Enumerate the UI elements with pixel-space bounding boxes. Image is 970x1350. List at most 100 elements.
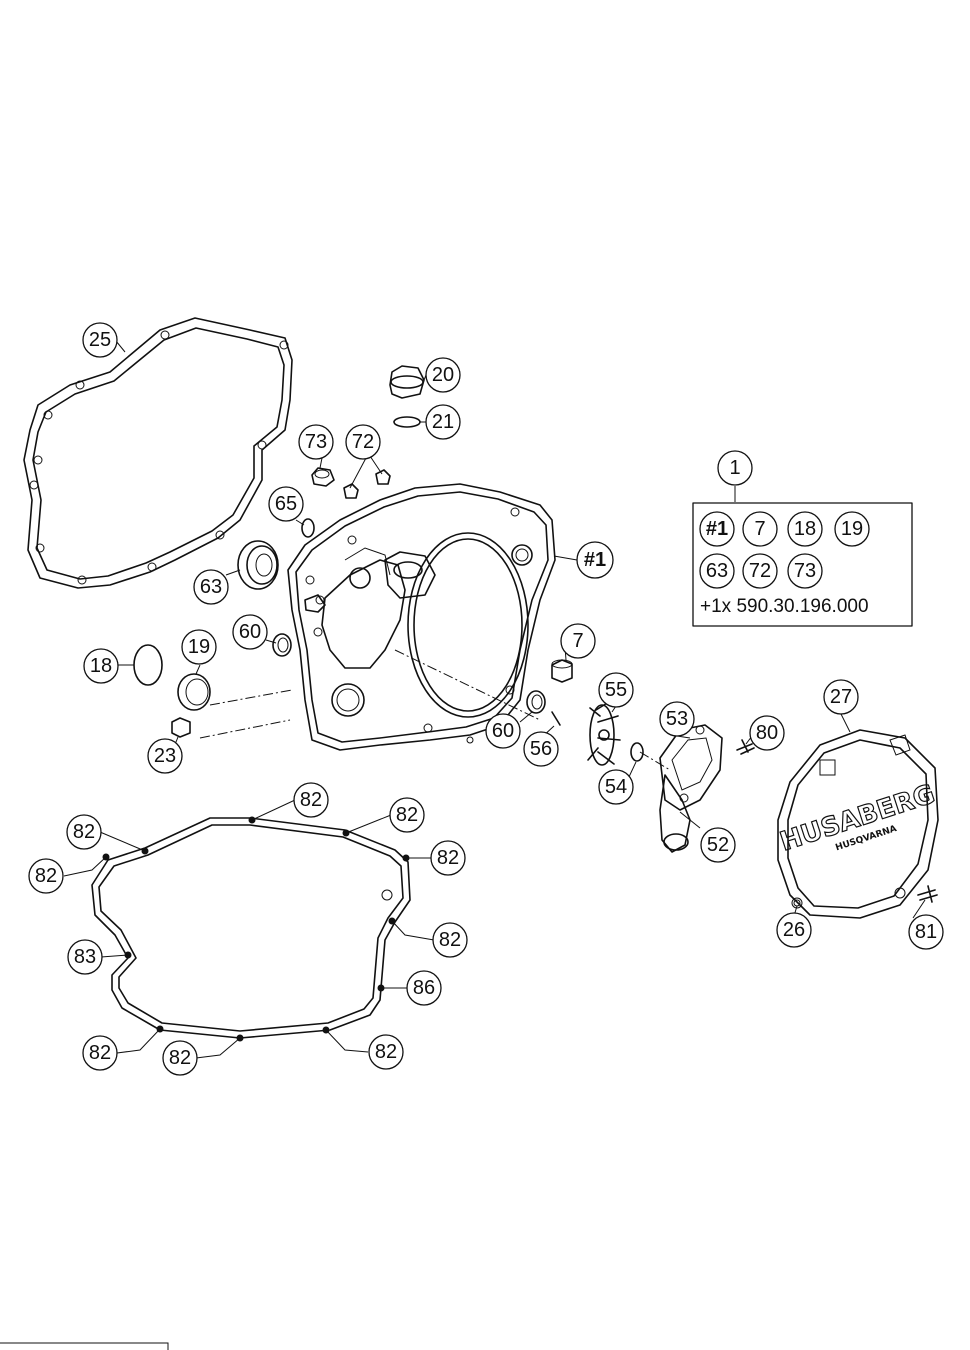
part-60-shaft-seal-b (526, 690, 546, 714)
svg-text:82: 82 (300, 789, 322, 811)
part-72-nut-a (343, 483, 359, 499)
corner-frame-mark (0, 1342, 169, 1350)
kit-box (692, 502, 913, 627)
svg-text:26: 26 (783, 919, 805, 941)
part-60-shaft-seal-a (272, 633, 292, 657)
callout-65: 65 (268, 486, 304, 522)
svg-text:7: 7 (754, 518, 765, 540)
svg-text:19: 19 (188, 636, 210, 658)
svg-text:81: 81 (915, 921, 937, 943)
callout-81: 81 (908, 914, 944, 950)
part-19-shaft-seal (177, 673, 211, 711)
svg-text:80: 80 (756, 722, 778, 744)
svg-text:53: 53 (666, 708, 688, 730)
callout-53: 53 (659, 701, 695, 737)
callout-56: 56 (523, 731, 559, 767)
part-7-sleeve (551, 659, 573, 683)
callout-82-right: 82 (430, 840, 466, 876)
callout-82-top-right: 82 (389, 797, 425, 833)
svg-text:18: 18 (90, 655, 112, 677)
part-21-o-ring (393, 416, 421, 428)
svg-text:18: 18 (794, 518, 816, 540)
husaberg-logo: HUSABERG HUSQVARNA (776, 779, 939, 858)
callout-72: 72 (345, 424, 381, 460)
callout-18: 18 (83, 648, 119, 684)
svg-text:60: 60 (239, 621, 261, 643)
part-18-circlip (133, 644, 163, 686)
callout-19: 19 (181, 629, 217, 665)
part-hash1-clutch-cover (287, 483, 556, 751)
part-53-water-pump-cover (659, 724, 723, 811)
callout-82-left: 82 (28, 858, 64, 894)
svg-text:63: 63 (706, 560, 728, 582)
callout-82-bottom: 82 (162, 1040, 198, 1076)
callout-23: 23 (147, 738, 183, 774)
svg-text:82: 82 (439, 929, 461, 951)
svg-text:#1: #1 (584, 549, 606, 571)
callout-86: 86 (406, 970, 442, 1006)
part-72-nut-b (375, 469, 391, 485)
svg-text:72: 72 (749, 560, 771, 582)
callout-55: 55 (598, 672, 634, 708)
callout-54: 54 (598, 769, 634, 805)
callout-60-b: 60 (485, 713, 521, 749)
part-25-clutch-cover-gasket (23, 317, 293, 589)
svg-text:54: 54 (605, 776, 627, 798)
callout-hash1: #1 (576, 541, 614, 579)
svg-text:63: 63 (200, 576, 222, 598)
svg-text:27: 27 (830, 686, 852, 708)
svg-text:7: 7 (572, 630, 583, 652)
svg-text:82: 82 (375, 1041, 397, 1063)
callout-82-top: 82 (293, 782, 329, 818)
svg-text:86: 86 (413, 977, 435, 999)
kit-note: +1x 590.30.196.000 (700, 596, 869, 617)
kit-item-hash1: #1 (699, 511, 735, 547)
svg-text:55: 55 (605, 679, 627, 701)
part-23-dowel-sleeve (171, 717, 191, 738)
lower-cover-gasket (91, 816, 411, 1042)
svg-text:83: 83 (74, 946, 96, 968)
callout-83: 83 (67, 939, 103, 975)
svg-text:20: 20 (432, 364, 454, 386)
callout-82-upper-left: 82 (66, 814, 102, 850)
callout-63: 63 (193, 569, 229, 605)
svg-text:82: 82 (437, 847, 459, 869)
svg-text:21: 21 (432, 411, 454, 433)
callout-20: 20 (425, 357, 461, 393)
svg-text:73: 73 (794, 560, 816, 582)
kit-item-63: 63 (699, 553, 735, 589)
svg-text:72: 72 (352, 431, 374, 453)
callout-82-bottom-left: 82 (82, 1035, 118, 1071)
callout-82-mid-right: 82 (432, 922, 468, 958)
part-65-o-ring (301, 518, 315, 538)
svg-text:1: 1 (729, 457, 740, 479)
kit-item-7: 7 (742, 511, 778, 547)
callout-52: 52 (700, 827, 736, 863)
callout-1: 1 (717, 450, 753, 486)
part-80-screw (736, 739, 755, 755)
kit-item-19: 19 (834, 511, 870, 547)
callout-21: 21 (425, 404, 461, 440)
kit-item-73: 73 (787, 553, 823, 589)
part-54-circlip (630, 742, 644, 762)
part-73-sleeve (311, 467, 335, 487)
svg-text:23: 23 (154, 745, 176, 767)
svg-text:82: 82 (89, 1042, 111, 1064)
svg-text:25: 25 (89, 329, 111, 351)
kit-item-72: 72 (742, 553, 778, 589)
svg-text:56: 56 (530, 738, 552, 760)
part-20-oil-filler-plug (389, 365, 425, 399)
callout-82-bottom-right: 82 (368, 1034, 404, 1070)
svg-text:82: 82 (396, 804, 418, 826)
part-56-pin (551, 711, 561, 726)
svg-text:65: 65 (275, 493, 297, 515)
svg-text:73: 73 (305, 431, 327, 453)
svg-text:60: 60 (492, 720, 514, 742)
callouts: 25 20 21 73 72 65 63 60 19 18 23 #1 7 55… (28, 322, 944, 1076)
leader-lines (63, 340, 926, 1059)
svg-text:52: 52 (707, 834, 729, 856)
callout-26: 26 (776, 912, 812, 948)
svg-text:#1: #1 (706, 518, 728, 540)
callout-80: 80 (749, 715, 785, 751)
